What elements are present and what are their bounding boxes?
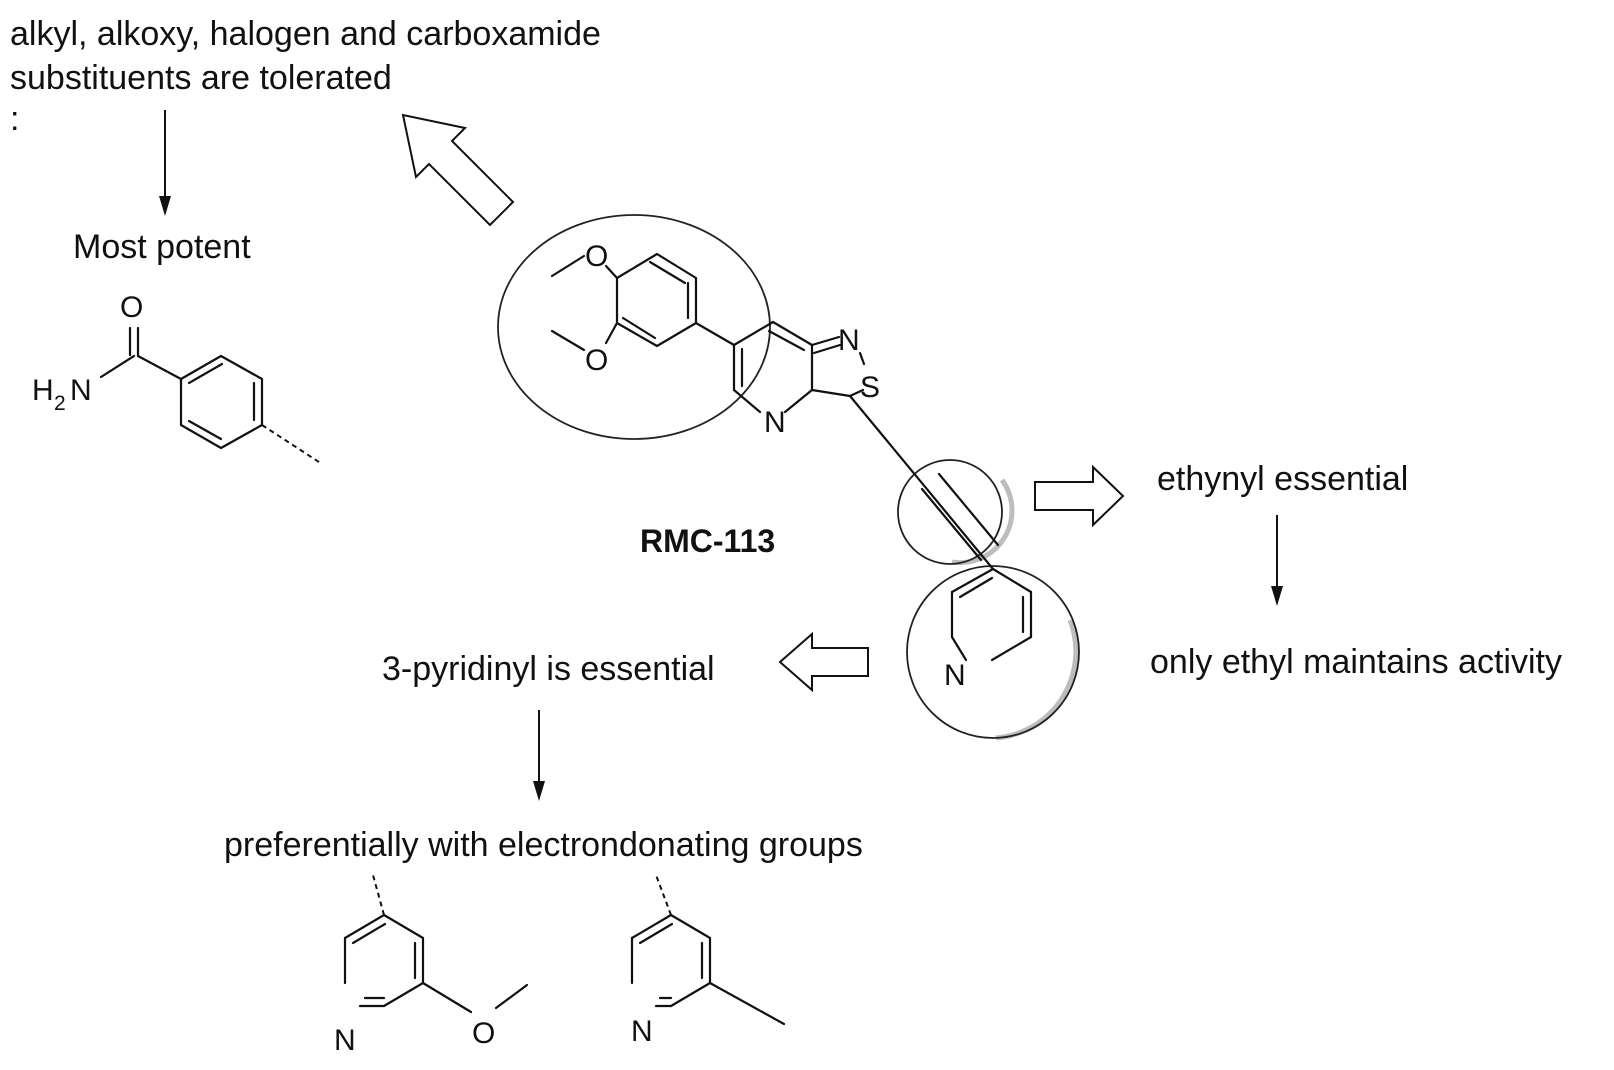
methoxy-bond [421,981,473,1014]
ethynyl-linker [848,394,1000,571]
carboxamide-group [99,326,183,381]
methoxy-oxygen-upper: O [585,240,608,273]
most-potent-label: Most potent [73,228,251,266]
attachment-dash-methoxypyridine [372,874,385,916]
methoxypyridine-nitrogen: N [334,1024,356,1057]
isothiazole-ring [810,335,866,398]
carboxamide-phenyl-ring [179,354,264,450]
carboxamide-h: H [32,374,54,407]
methoxypyridine-ring [343,913,425,1008]
carboxamide-nitrogen: N [70,374,92,407]
carboxamide-subscript: 2 [54,392,66,415]
attachment-dash-phenyl [261,424,323,465]
dimethoxyphenyl-ring [615,252,698,348]
methoxy-methyl-bond [494,983,529,1010]
arrow-to-ethyl [1271,515,1283,606]
carboxamide-oxygen: O [120,291,143,324]
aryl-note-line1: alkyl, alkoxy, halogen and carboxamide [10,15,601,53]
ethynyl-highlight-circle [897,459,1003,565]
pyridyl-ring [950,567,1033,662]
methylpyridine-nitrogen: N [631,1015,653,1048]
pyridine-core-ring [732,320,814,414]
hollow-arrow-pyridinyl [778,631,869,693]
methoxy-group-lower [550,321,619,352]
attachment-dash-methylpyridine [655,874,672,916]
aryl-highlight-circle [497,214,771,440]
edg-label: preferentially with electrondonating gro… [224,826,863,864]
hollow-arrow-aryl [401,113,515,227]
isothiazole-sulfur: S [860,371,880,404]
core-pyridine-nitrogen: N [764,406,786,439]
ethynyl-circle-shadow [951,478,1015,566]
compound-name: RMC-113 [640,523,775,559]
pyridyl-nitrogen: N [944,659,966,692]
aryl-link-bond [694,321,736,347]
pyridyl-circle-shadow [995,619,1079,741]
methoxy-oxygen-lower: O [585,344,608,377]
methyl-bond [708,981,786,1026]
pyridinyl-label: 3-pyridinyl is essential [382,650,715,688]
isothiazole-nitrogen: N [838,324,860,357]
arrow-to-edg [533,710,545,801]
hollow-arrow-ethynyl [1034,464,1125,528]
methylpyridine-ring [630,913,712,1008]
ethynyl-label: ethynyl essential [1157,460,1408,498]
aryl-note-line3: : [10,100,19,138]
methoxypyridine-oxygen: O [472,1017,495,1050]
methoxy-group-upper [550,254,619,280]
ethyl-label: only ethyl maintains activity [1150,643,1562,681]
arrow-to-most-potent [159,110,171,216]
pyridyl-highlight-circle [906,565,1080,739]
aryl-note-line2: substituents are tolerated [10,59,392,97]
